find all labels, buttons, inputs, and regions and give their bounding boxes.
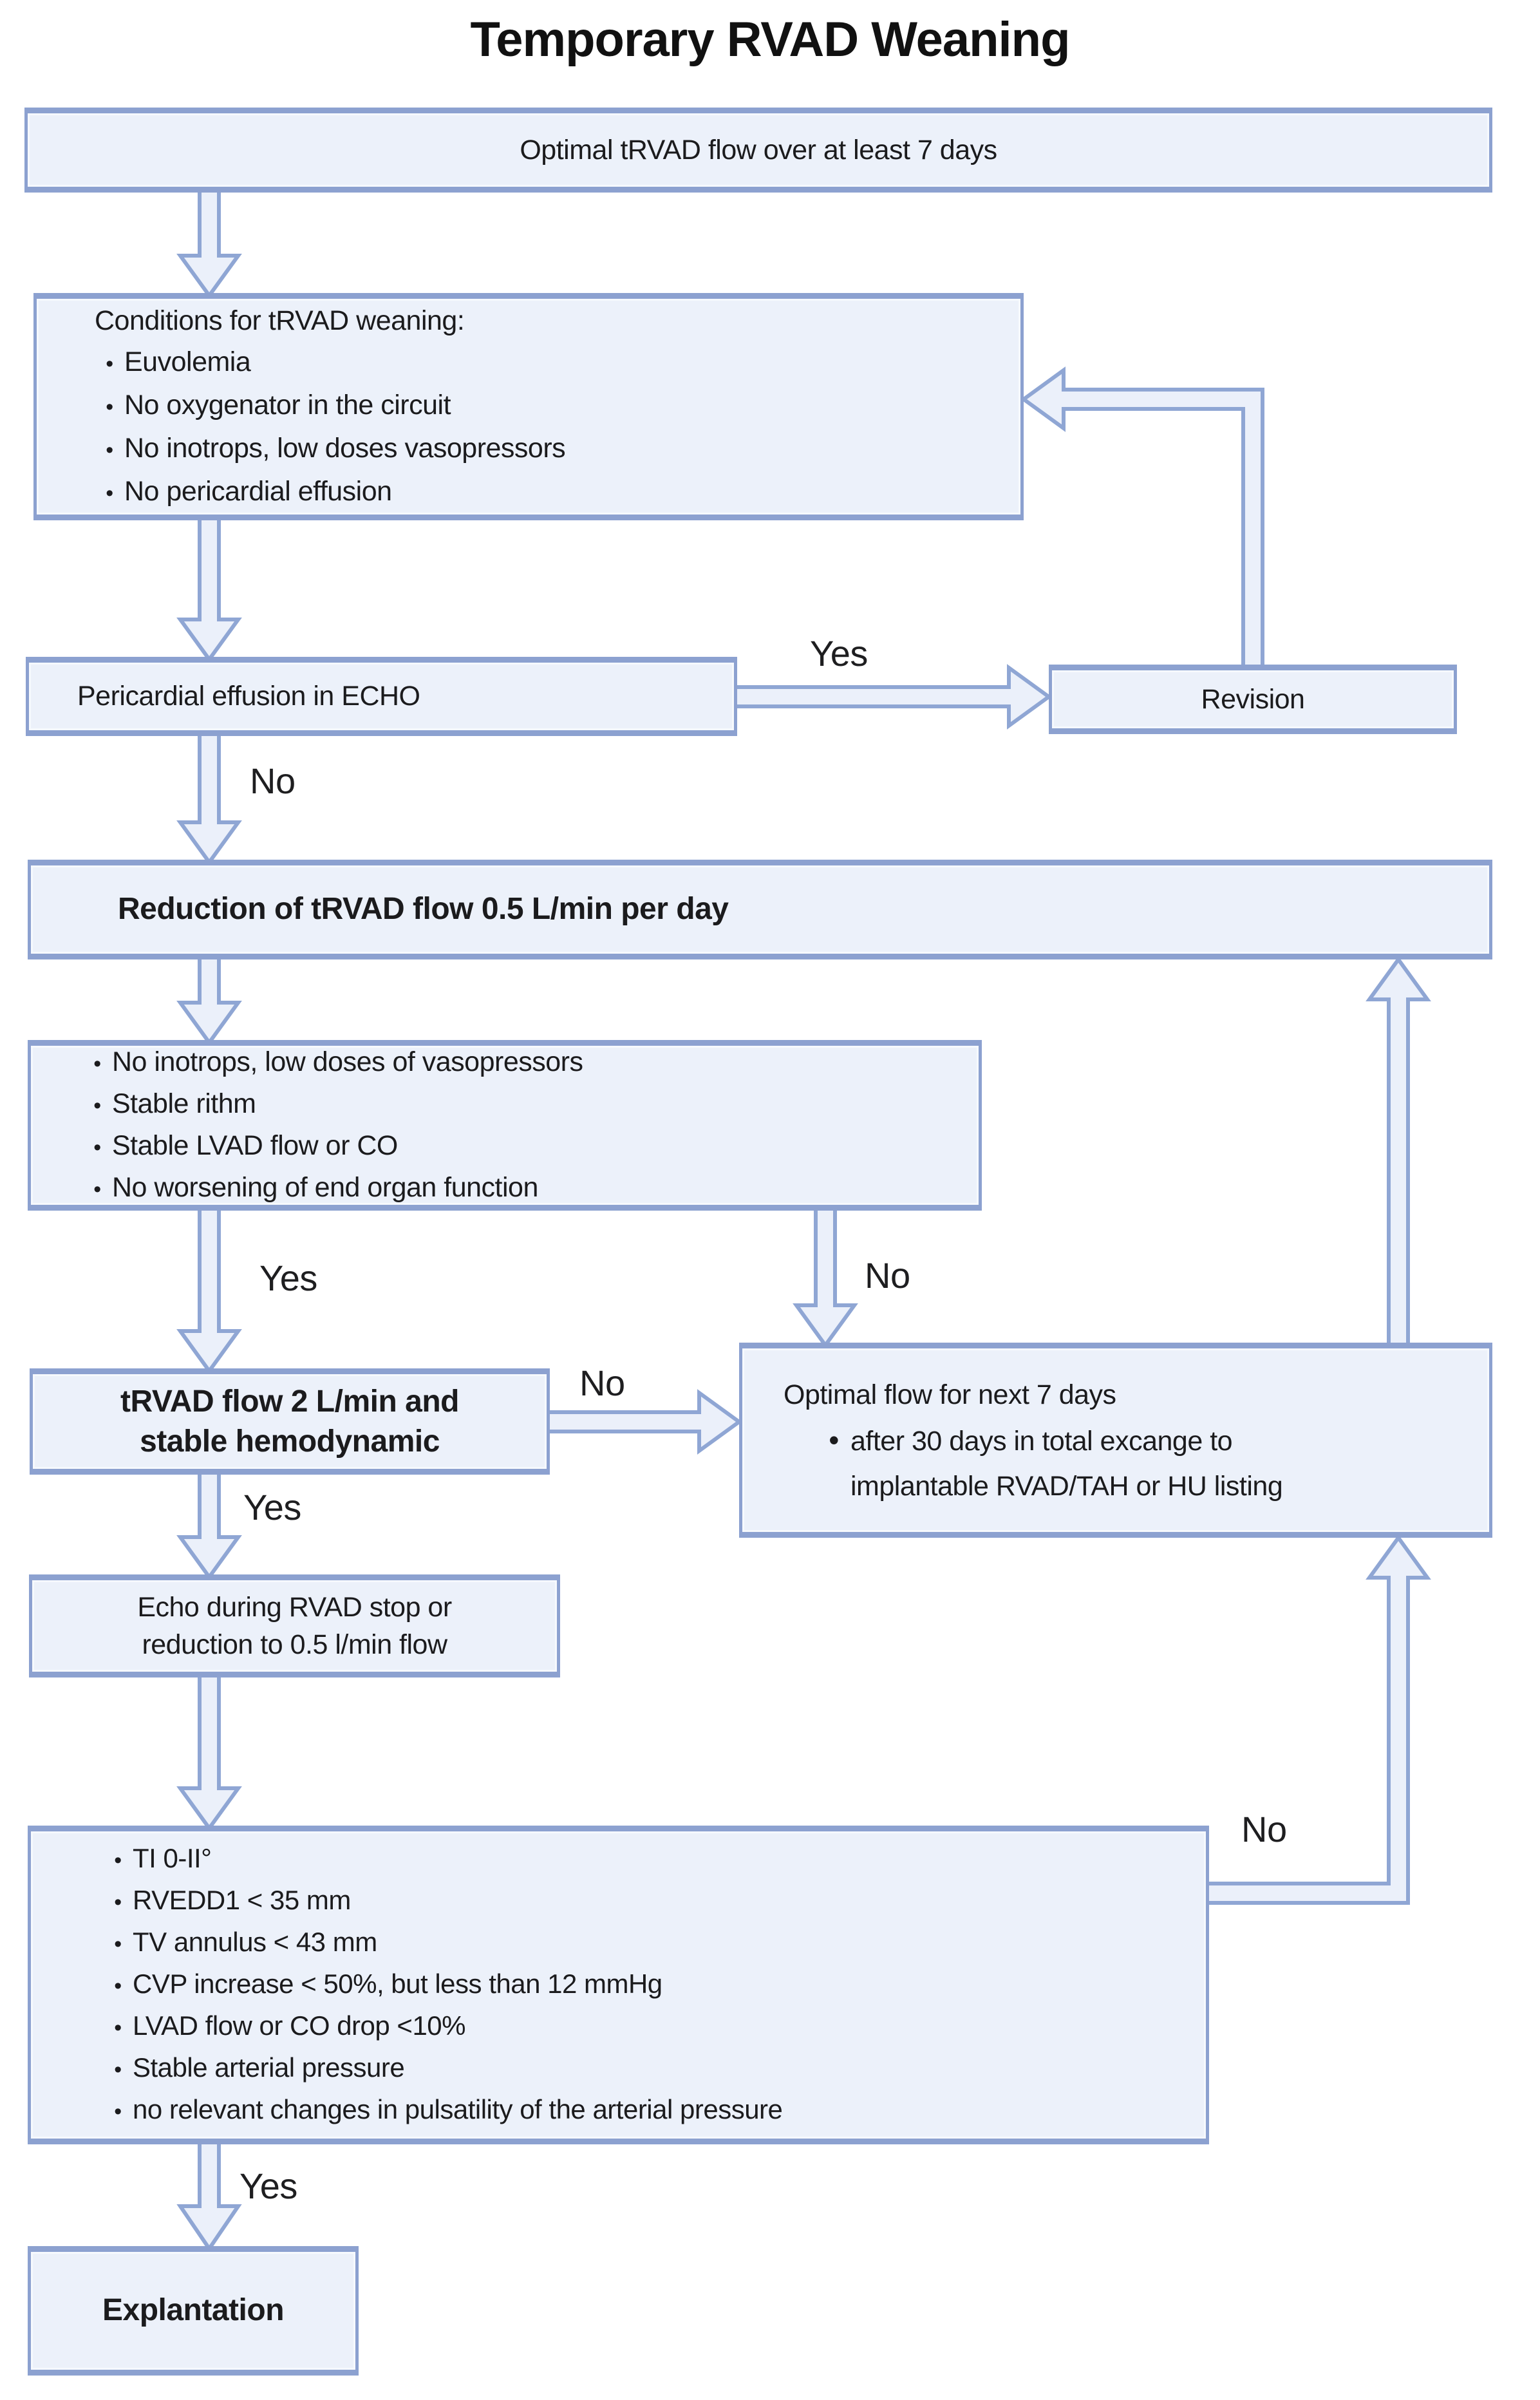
label-no-criteria-optimal: No	[1241, 1809, 1287, 1849]
bullet-icon	[103, 1922, 133, 1964]
list-item: TI 0-II°	[103, 1838, 1206, 1880]
list-item: No inotrops, low doses vasopressors	[95, 428, 1020, 471]
list-item: Stable rithm	[82, 1084, 979, 1126]
list-item: CVP increase < 50%, but less than 12 mmH…	[103, 1964, 1206, 2006]
connector-revision-to-conditions	[1020, 366, 1264, 673]
arrow-trvad-to-optimal-no	[541, 1389, 743, 1455]
label-no-pericardial-reduction: No	[250, 761, 296, 801]
bullet-icon	[82, 1084, 112, 1126]
list-item: No pericardial effusion	[95, 471, 1020, 514]
arrow-trvad-to-echo-yes	[176, 1468, 242, 1581]
arrow-reduction-to-stability	[176, 951, 242, 1046]
label-no-trvad-optimal: No	[579, 1363, 625, 1403]
arrow-conditions-to-pericardial	[176, 513, 242, 663]
bullet-icon	[103, 1838, 133, 1880]
list-item: no relevant changes in pulsatility of th…	[103, 2090, 1206, 2131]
node-explantation: Explantation	[28, 2246, 359, 2376]
node-conditions-heading: Conditions for tRVAD weaning:	[95, 305, 465, 336]
label-yes-stability-trvad: Yes	[259, 1258, 317, 1298]
bullet-icon	[103, 2048, 133, 2090]
bullet-icon	[103, 1880, 133, 1922]
bullet-icon	[95, 341, 124, 384]
bullet-icon	[82, 1167, 112, 1209]
label-yes-criteria-explantation: Yes	[239, 2166, 297, 2206]
bullet-icon	[82, 1042, 112, 1084]
node-wean-criteria: TI 0-II° RVEDD1 < 35 mm TV annulus < 43 …	[28, 1826, 1209, 2144]
node-stability: No inotrops, low doses of vasopressors S…	[28, 1040, 982, 1211]
bullet-icon	[103, 2090, 133, 2131]
bullet-icon	[103, 2006, 133, 2048]
arrow-echo-to-criteria	[176, 1670, 242, 1832]
arrow-stability-to-trvad-yes	[176, 1204, 242, 1375]
bullet-icon	[95, 471, 124, 514]
node-optimal-flow: Optimal flow for next 7 days after 30 da…	[739, 1343, 1492, 1538]
connector-criteria-to-optimal-no	[1201, 1534, 1431, 1905]
node-revision-text: Revision	[1201, 683, 1305, 715]
node-optimal-flow-line1: Optimal flow for next 7 days	[784, 1379, 1116, 1410]
node-echo-stop-line1: Echo during RVAD stop or	[137, 1592, 452, 1623]
arrow-pericardial-to-reduction-no	[176, 729, 242, 866]
node-pericardial-echo-text: Pericardial effusion in ECHO	[77, 681, 420, 712]
node-start: Optimal tRVAD flow over at least 7 days	[24, 108, 1492, 193]
node-reduction-text: Reduction of tRVAD flow 0.5 L/min per da…	[118, 892, 729, 927]
list-item-continuation: implantable RVAD/TAH or HU listing	[850, 1470, 1283, 1502]
arrow-stability-to-optimal-no	[793, 1204, 858, 1349]
node-conditions: Conditions for tRVAD weaning: Euvolemia …	[33, 293, 1024, 520]
label-yes-pericardial-revision: Yes	[810, 633, 868, 674]
bullet-icon	[817, 1417, 850, 1464]
label-no-stability-optimal: No	[865, 1255, 910, 1296]
bullet-icon	[95, 384, 124, 428]
arrow-pericardial-to-revision-yes	[729, 664, 1053, 730]
list-item: TV annulus < 43 mm	[103, 1922, 1206, 1964]
list-item: after 30 days in total excange to	[784, 1417, 1489, 1464]
list-item: RVEDD1 < 35 mm	[103, 1880, 1206, 1922]
list-item: Euvolemia	[95, 341, 1020, 384]
node-trvad-2lmin-line2: stable hemodynamic	[140, 1424, 440, 1459]
node-echo-stop-line2: reduction to 0.5 l/min flow	[142, 1629, 447, 1660]
node-trvad-2lmin: tRVAD flow 2 L/min and stable hemodynami…	[30, 1368, 550, 1475]
node-explantation-text: Explantation	[102, 2293, 285, 2328]
list-item: No worsening of end organ function	[82, 1167, 979, 1209]
node-pericardial-echo: Pericardial effusion in ECHO	[26, 657, 737, 736]
node-revision: Revision	[1049, 665, 1457, 734]
arrow-start-to-conditions	[176, 186, 242, 299]
arrow-optimal-to-reduction	[1366, 956, 1431, 1351]
bullet-icon	[82, 1126, 112, 1167]
node-reduction: Reduction of tRVAD flow 0.5 L/min per da…	[28, 860, 1492, 959]
list-item: Stable arterial pressure	[103, 2048, 1206, 2090]
arrow-criteria-to-explantation-yes	[176, 2137, 242, 2253]
list-item: Stable LVAD flow or CO	[82, 1126, 979, 1167]
node-echo-stop: Echo during RVAD stop or reduction to 0.…	[29, 1574, 560, 1677]
label-yes-trvad-echo: Yes	[243, 1487, 301, 1527]
node-trvad-2lmin-line1: tRVAD flow 2 L/min and	[120, 1384, 459, 1419]
list-item: No inotrops, low doses of vasopressors	[82, 1042, 979, 1084]
list-item: LVAD flow or CO drop <10%	[103, 2006, 1206, 2048]
node-start-text: Optimal tRVAD flow over at least 7 days	[520, 134, 997, 165]
bullet-icon	[95, 428, 124, 471]
diagram-title: Temporary RVAD Weaning	[470, 12, 1070, 67]
bullet-icon	[103, 1964, 133, 2006]
list-item: No oxygenator in the circuit	[95, 384, 1020, 428]
